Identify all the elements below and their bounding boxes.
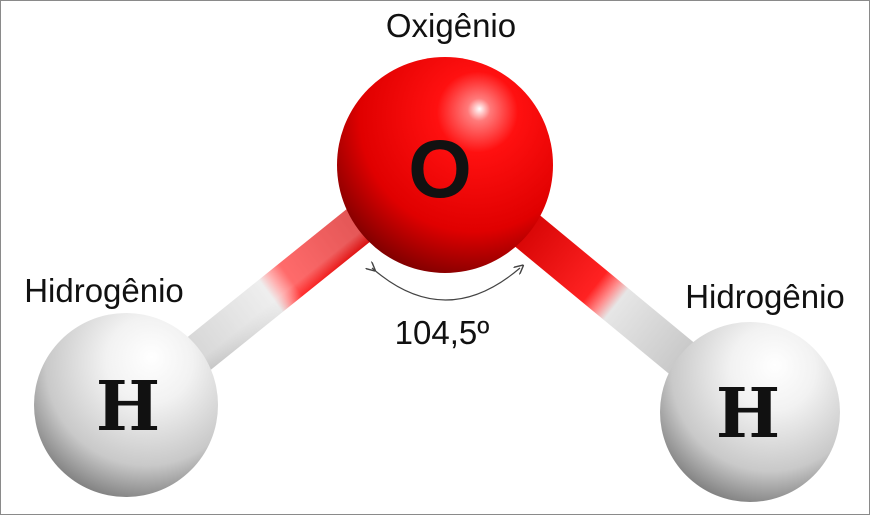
bond-angle-label: 104,5º bbox=[395, 314, 490, 351]
right-hydrogen-atom: H bbox=[660, 322, 840, 502]
left-hydrogen-symbol: H bbox=[96, 367, 160, 447]
right-hydrogen-symbol: H bbox=[716, 374, 780, 454]
oxygen-symbol: O bbox=[408, 124, 472, 215]
left-hydrogen-atom: H bbox=[34, 313, 218, 497]
left-hydrogen-label: Hidrogênio bbox=[24, 272, 184, 309]
oxygen-label: Oxigênio bbox=[386, 7, 516, 44]
right-hydrogen-label: Hidrogênio bbox=[685, 278, 845, 315]
oxygen-atom: O bbox=[337, 57, 553, 273]
bond-angle-arc bbox=[372, 268, 520, 301]
